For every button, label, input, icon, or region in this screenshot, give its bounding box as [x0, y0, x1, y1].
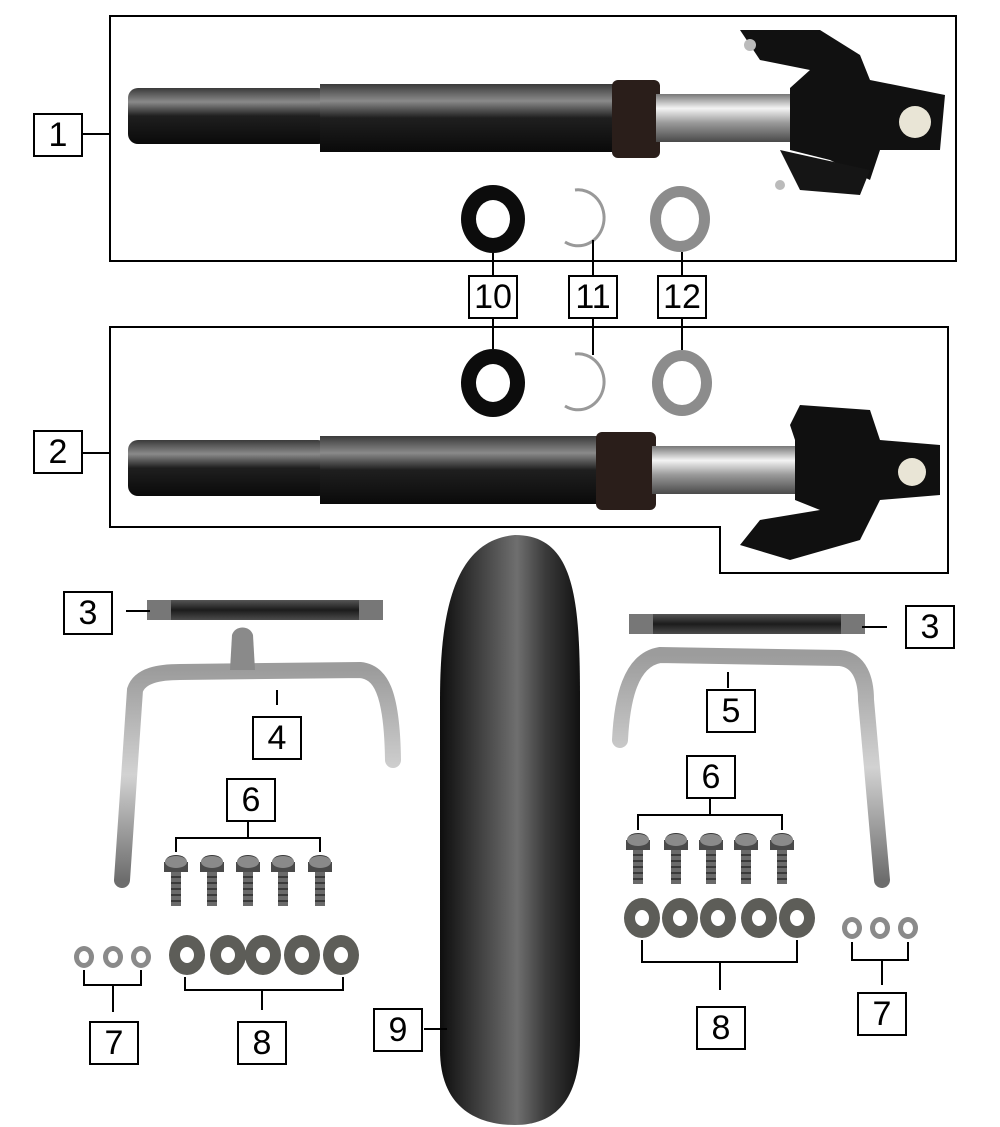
nut-set-left [74, 946, 151, 968]
nut-set-right [842, 917, 918, 939]
callout-6-right: 6 [686, 755, 736, 799]
oil-seal-top [461, 185, 525, 253]
bolt-set-left [164, 855, 332, 906]
callout-6-left: 6 [226, 778, 276, 822]
circlip-bottom [564, 352, 606, 412]
callout-12: 12 [657, 275, 707, 319]
oil-seal-bottom [461, 349, 525, 417]
callout-3-left: 3 [63, 591, 113, 635]
washer-set-right [624, 898, 815, 938]
bracket-left [147, 600, 383, 620]
circlip-top [564, 188, 606, 248]
bolt-set-right [626, 833, 794, 884]
callout-7-left: 7 [89, 1021, 139, 1065]
fender-stay-left [114, 627, 401, 888]
callout-11: 11 [568, 275, 618, 319]
callout-3-right: 3 [905, 605, 955, 649]
callout-4: 4 [252, 716, 302, 760]
washer-ring-top [650, 186, 710, 252]
front-fork-2 [128, 405, 940, 560]
callout-8-left: 8 [237, 1021, 287, 1065]
callout-7-right: 7 [857, 992, 907, 1036]
callout-10: 10 [468, 275, 518, 319]
callout-5: 5 [706, 689, 756, 733]
bracket-right [629, 614, 865, 634]
fork-1-frame [109, 15, 957, 262]
fender-stay-right [612, 646, 890, 888]
callout-2: 2 [33, 430, 83, 474]
front-fender [440, 535, 580, 1125]
washer-set-left [169, 935, 359, 975]
callout-8-right: 8 [696, 1006, 746, 1050]
callout-1: 1 [33, 113, 83, 157]
callout-9: 9 [373, 1008, 423, 1052]
washer-ring-bottom [652, 350, 712, 416]
fork-2-frame [109, 326, 949, 574]
front-fork-1 [128, 30, 945, 195]
